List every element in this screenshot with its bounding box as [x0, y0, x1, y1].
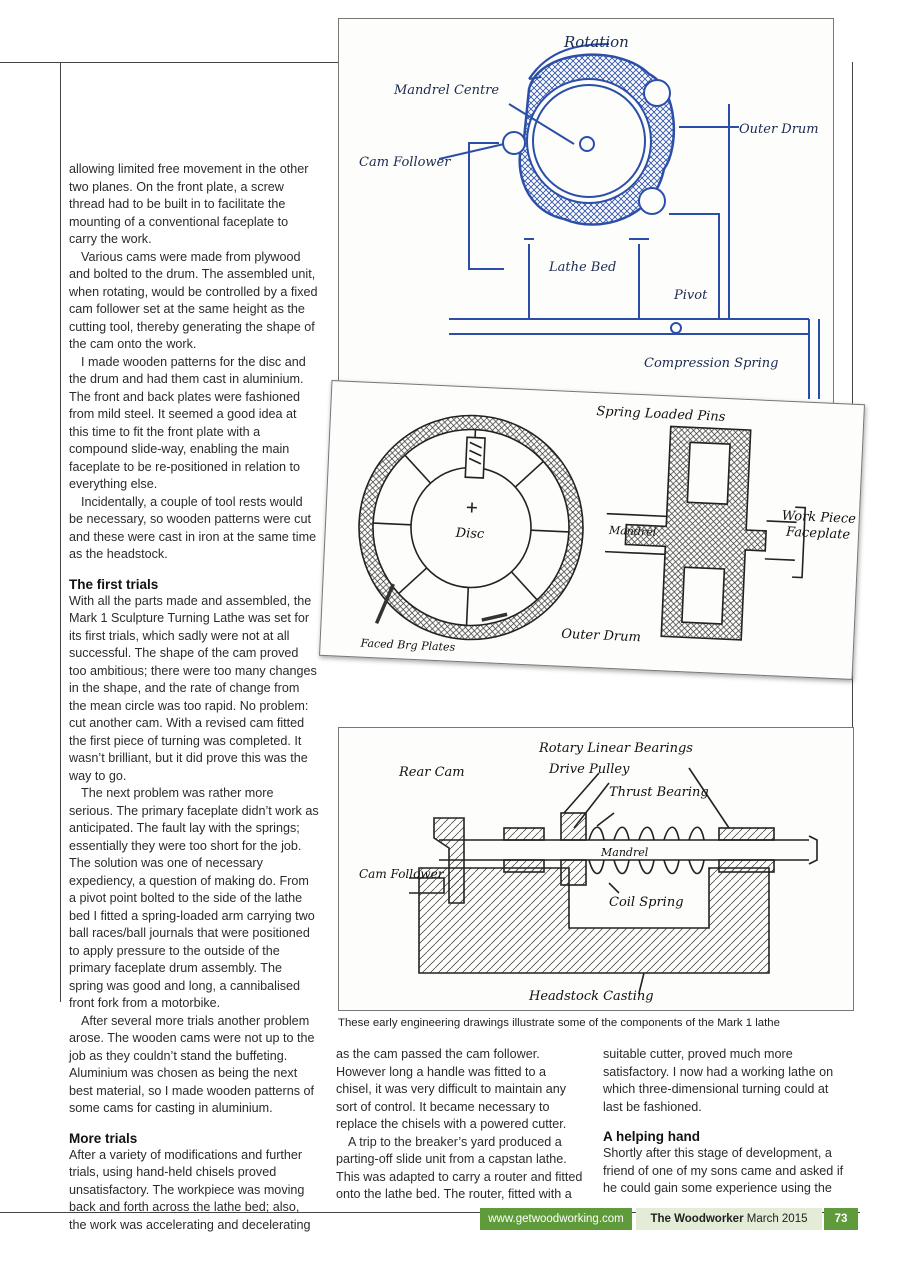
paragraph: With all the parts made and assembled, t…: [69, 593, 317, 783]
section-heading-helping-hand: A helping hand: [603, 1129, 700, 1144]
article-column-1: allowing limited free movement in the ot…: [69, 161, 319, 1234]
frame-left-rule: [60, 62, 61, 1002]
drawing-headstock-section: Rotary Linear Bearings Rear Cam Drive Pu…: [338, 727, 854, 1011]
label-work-piece: Work Piece: [781, 509, 856, 527]
paragraph: I made wooden patterns for the disc and …: [69, 354, 306, 492]
label-compression-spring: Compression Spring: [644, 356, 778, 371]
figure-caption: These early engineering drawings illustr…: [338, 1017, 780, 1029]
drawing-cam-drum-assembly: Rotation Mandrel Centre Outer Drum Cam F…: [338, 18, 834, 410]
label-mandrel: Mandrel: [608, 524, 657, 539]
label-outer-drum-section: Outer Drum: [561, 627, 641, 646]
paragraph: After a variety of modifications and fur…: [69, 1147, 311, 1232]
label-headstock-casting: Headstock Casting: [528, 989, 654, 1004]
paragraph: Shortly after this stage of development,…: [603, 1146, 844, 1195]
label-faced-brg-plates: Faced Brg Plates: [359, 637, 455, 654]
section-heading-first-trials: The first trials: [69, 576, 159, 592]
paragraph: A trip to the breaker’s yard produced a …: [336, 1134, 583, 1202]
paragraph: After several more trials another proble…: [69, 1013, 315, 1116]
label-rear-cam: Rear Cam: [398, 765, 465, 780]
label-cam-follower: Cam Follower: [359, 155, 451, 170]
label-drive-pulley: Drive Pulley: [548, 762, 630, 777]
label-disc: Disc: [454, 526, 485, 542]
footer-issue-date: March 2015: [746, 1213, 808, 1225]
drawing-disc-and-drum-section: Spring Loaded Pins Work Piece Faceplate …: [319, 380, 865, 680]
label-thrust-bearing: Thrust Bearing: [609, 785, 709, 800]
drawing-headstock-svg: Rotary Linear Bearings Rear Cam Drive Pu…: [359, 741, 818, 1004]
label-spring-loaded-pins: Spring Loaded Pins: [596, 404, 726, 425]
label-outer-drum: Outer Drum: [739, 122, 819, 137]
drawing-cam-drum-svg: Rotation Mandrel Centre Outer Drum Cam F…: [359, 33, 820, 399]
label-rotation: Rotation: [563, 33, 629, 51]
page-number: 73: [824, 1208, 858, 1230]
paragraph: The next problem was rather more serious…: [69, 786, 319, 1010]
paragraph: suitable cutter, proved much more satisf…: [603, 1047, 834, 1114]
frame-bottom-rule: [0, 1212, 860, 1213]
label-cam-follower-headstock: Cam Follower: [359, 867, 445, 881]
section-heading-more-trials: More trials: [69, 1130, 138, 1146]
drawing-disc-svg: Spring Loaded Pins Work Piece Faceplate …: [358, 404, 856, 654]
footer-magazine-title: The Woodworker: [650, 1213, 744, 1225]
article-column-2: as the cam passed the cam follower. Howe…: [336, 1046, 584, 1204]
paragraph: allowing limited free movement in the ot…: [69, 162, 309, 246]
frame-top-rule: [0, 62, 338, 63]
paragraph: Incidentally, a couple of tool rests wou…: [69, 494, 317, 562]
footer-magazine-issue: The Woodworker March 2015: [636, 1208, 822, 1230]
label-faceplate: Faceplate: [785, 525, 851, 543]
footer-website-url[interactable]: www.getwoodworking.com: [480, 1208, 632, 1230]
label-pivot: Pivot: [673, 288, 708, 303]
label-mandrel-headstock: Mandrel: [600, 846, 649, 859]
label-mandrel-centre: Mandrel Centre: [393, 83, 499, 98]
label-coil-spring: Coil Spring: [609, 895, 684, 910]
label-lathe-bed: Lathe Bed: [548, 260, 616, 275]
article-column-3: suitable cutter, proved much more satisf…: [603, 1046, 851, 1198]
paragraph: Various cams were made from plywood and …: [69, 249, 318, 352]
paragraph: as the cam passed the cam follower. Howe…: [336, 1047, 567, 1131]
label-rotary-linear-bearings: Rotary Linear Bearings: [538, 741, 693, 756]
